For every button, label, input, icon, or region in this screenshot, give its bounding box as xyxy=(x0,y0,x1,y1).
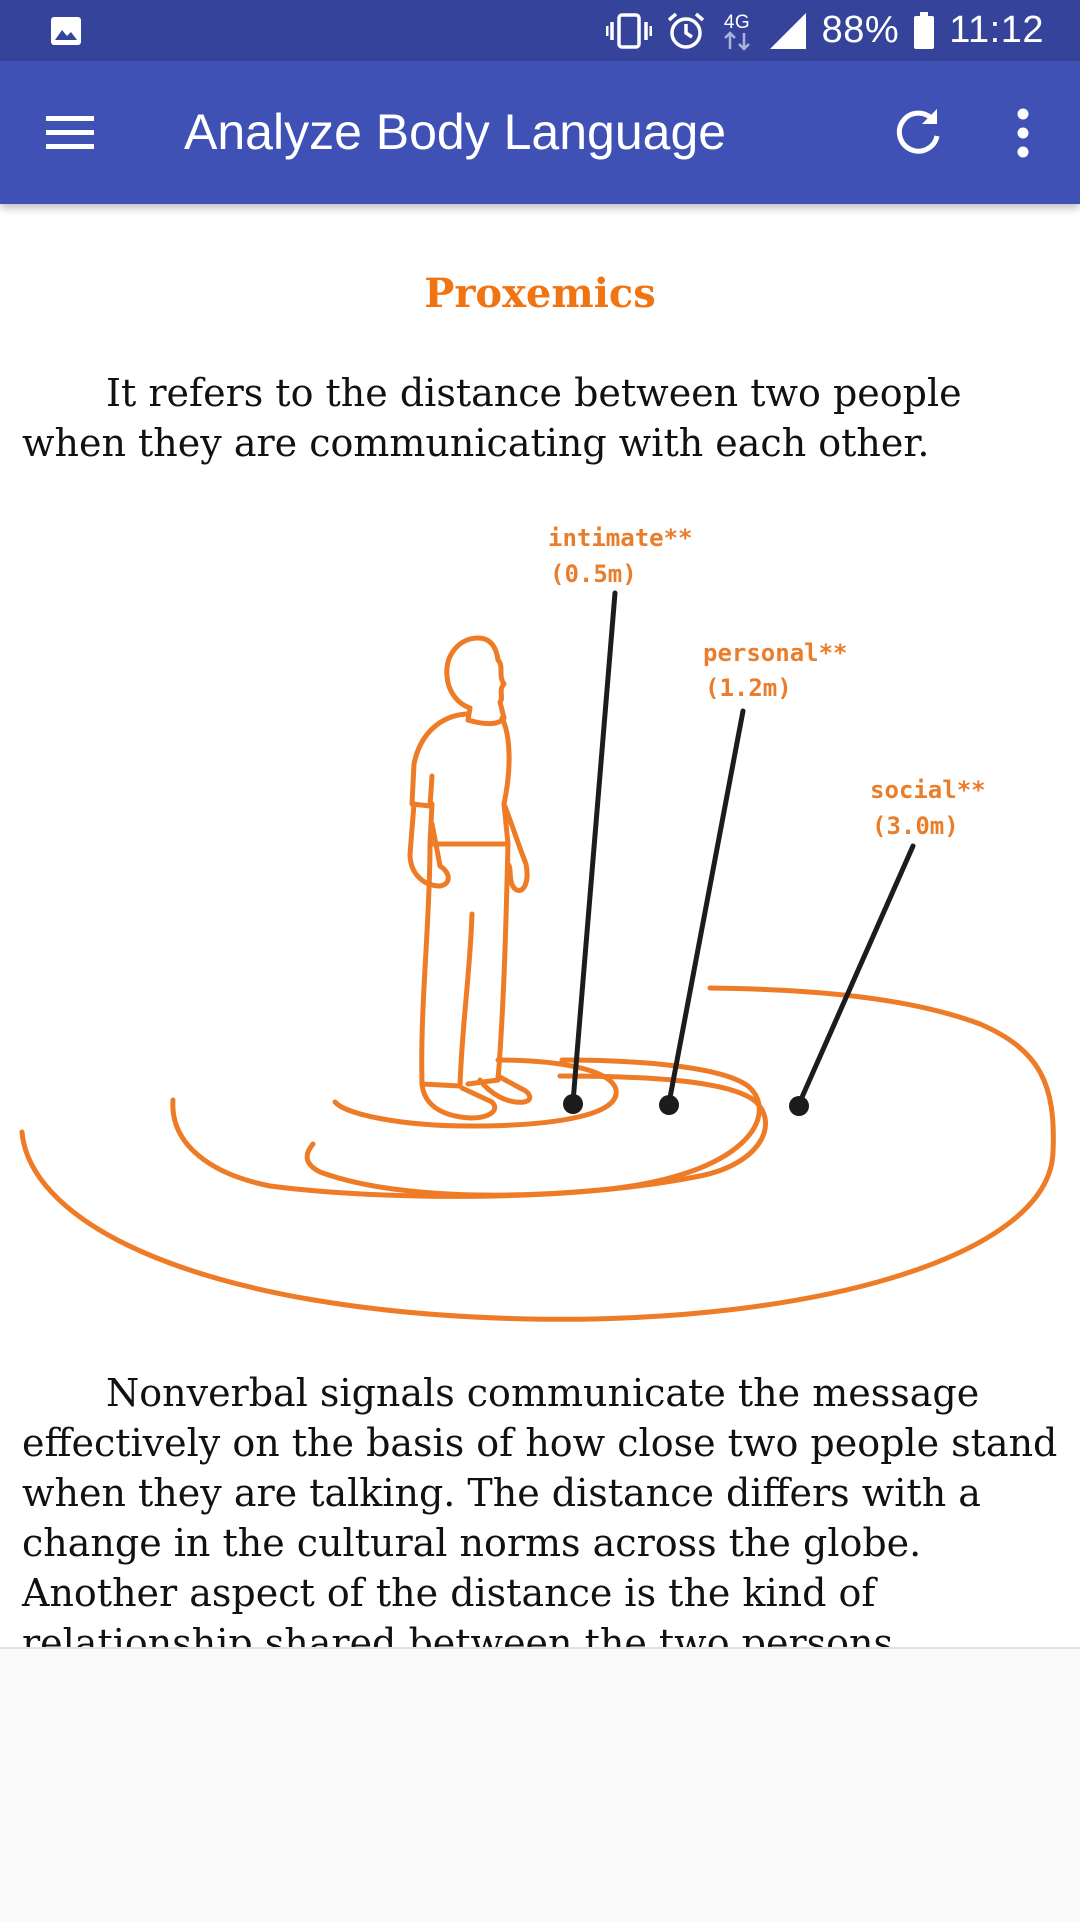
refresh-icon[interactable] xyxy=(891,105,945,159)
battery-icon xyxy=(914,11,935,49)
paragraph-body: Nonverbal signals communicate the messag… xyxy=(22,1371,1058,1647)
signal-icon xyxy=(769,12,806,49)
personal-distance: (1.2m) xyxy=(705,674,792,702)
paragraph-intro: It refers to the distance between two pe… xyxy=(22,371,962,465)
distance-pointers xyxy=(570,590,916,1107)
battery-percent: 88% xyxy=(821,9,900,51)
article-title: Proxemics xyxy=(424,270,656,317)
bottom-panel xyxy=(0,1647,1080,1922)
person-figure xyxy=(407,635,533,1121)
personal-label: personal** xyxy=(703,639,848,667)
app-bar: Analyze Body Language xyxy=(0,61,1080,204)
more-vert-icon[interactable] xyxy=(1003,105,1043,161)
svg-text:4G: 4G xyxy=(723,12,749,33)
intimate-ring xyxy=(332,1057,619,1129)
alarm-icon xyxy=(667,12,704,49)
article-content[interactable]: Proxemics It refers to the distance betw… xyxy=(0,204,1080,1647)
network-4g-icon: 4G xyxy=(723,12,750,51)
distance-markers xyxy=(563,1094,809,1116)
clock: 11:12 xyxy=(949,9,1044,51)
status-bar: 4G 88% 11:12 xyxy=(0,0,1080,61)
proxemics-illustration: intimate** (0.5m) personal** (1.2m) soci… xyxy=(19,524,1056,1322)
intimate-label: intimate** xyxy=(548,524,693,552)
social-label: social** xyxy=(870,776,986,804)
vibrate-icon xyxy=(605,12,652,49)
status-icons: 4G 88% 11:12 xyxy=(605,0,1044,61)
proximity-rings xyxy=(19,985,1056,1322)
menu-icon[interactable] xyxy=(42,106,98,158)
intimate-distance: (0.5m) xyxy=(550,560,637,588)
image-icon xyxy=(51,17,81,45)
social-distance: (3.0m) xyxy=(872,812,959,840)
app-title: Analyze Body Language xyxy=(184,104,727,160)
